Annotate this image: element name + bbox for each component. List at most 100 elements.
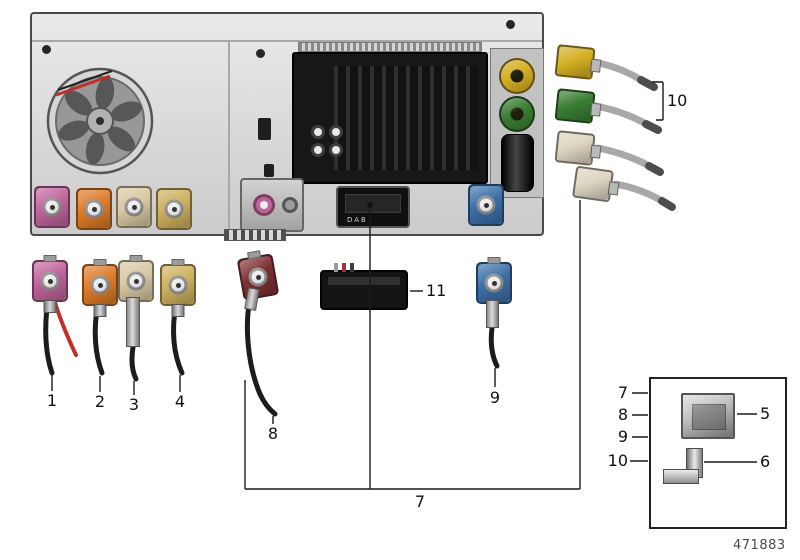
aerial-connector-cream	[554, 130, 602, 166]
module-relay	[264, 164, 274, 177]
aerial-lead-green	[592, 102, 650, 128]
plug-nub	[171, 259, 185, 266]
fakra-socket-beige	[116, 186, 152, 228]
fakra-ring	[168, 275, 188, 295]
fakra-ring	[484, 273, 504, 293]
screw-icon	[256, 49, 265, 58]
round-connector-yellow	[499, 58, 535, 94]
aerial-lead-tip	[645, 162, 664, 176]
metal-plug-9	[486, 300, 499, 328]
socket-hole	[510, 69, 524, 83]
module-top-seam	[32, 40, 542, 42]
callout-9[interactable]: 9	[489, 388, 501, 407]
round-connector-black	[501, 134, 534, 192]
cable-1-red	[52, 297, 78, 357]
crimp-ferrule	[93, 304, 107, 317]
round-connector-green	[499, 96, 535, 132]
module-relay	[258, 118, 271, 140]
connector-5-cavity	[692, 404, 726, 430]
crimp-ferrule	[171, 304, 185, 317]
fakra-ring	[124, 197, 144, 217]
legend-callout-7[interactable]: 7	[617, 383, 628, 402]
crimp-ferrule	[43, 300, 57, 313]
fakra-ring	[126, 271, 146, 291]
callout-7[interactable]: 7	[414, 492, 426, 511]
aerial-lead-cream	[594, 144, 653, 170]
screw-icon	[42, 45, 51, 54]
legend-callout-8[interactable]: 8	[617, 405, 628, 424]
metal-elbow-8	[244, 287, 260, 311]
callout-3[interactable]: 3	[128, 395, 140, 414]
fakra-socket-pink	[34, 186, 70, 228]
connector-ridge	[328, 277, 400, 285]
legend-callout-6[interactable]: 6	[760, 452, 771, 471]
aerial-connector-yellow	[554, 44, 602, 80]
dab-port-slot	[345, 194, 401, 213]
legend-leader-dashes	[630, 392, 648, 462]
connector-6-sleeve	[663, 469, 699, 484]
metal-collar	[607, 181, 620, 196]
wire-stub	[342, 263, 346, 272]
antenna-plug-1-pink	[32, 255, 68, 313]
metal-plug-3	[126, 297, 140, 347]
fakra-ring-magenta	[253, 194, 275, 216]
callout-10[interactable]: 10	[667, 91, 688, 110]
quadlock-connector-block	[292, 52, 488, 184]
antenna-plug-3-beige	[118, 255, 154, 302]
dab-port: DAB	[336, 186, 410, 228]
fakra-ring	[164, 199, 184, 219]
fakra-socket-khaki	[156, 188, 192, 230]
connector-11-black	[320, 263, 408, 310]
fakra-ring	[84, 199, 104, 219]
aerial-lead-tip	[658, 197, 676, 211]
bracket-10	[652, 81, 664, 121]
connector-comb	[224, 229, 286, 241]
bracket-7	[244, 200, 581, 490]
round-pin-socket	[311, 125, 325, 139]
callout-11[interactable]: 11	[426, 281, 447, 300]
metal-collar	[590, 102, 602, 117]
fakra-socket-orange	[76, 188, 112, 230]
fakra-ring	[476, 195, 496, 215]
legend-callout-9[interactable]: 9	[617, 427, 628, 446]
callout-1[interactable]: 1	[46, 391, 58, 410]
metal-collar	[590, 144, 602, 159]
antenna-plug-4-khaki	[160, 259, 196, 317]
fakra-ring	[40, 271, 60, 291]
cable-9	[488, 325, 500, 369]
aerial-connector-green	[554, 88, 602, 124]
callout-8[interactable]: 8	[267, 424, 279, 443]
part-number: 471883	[733, 538, 786, 553]
wire-stub	[334, 263, 338, 272]
cable-3	[129, 344, 139, 382]
plug-nub	[43, 255, 57, 262]
aerial-lead-tip	[637, 76, 658, 91]
callout-4[interactable]: 4	[174, 392, 186, 411]
aerial-connector-cream-2	[571, 165, 620, 203]
aerial-lead-cream-2	[612, 180, 666, 205]
wire-stub	[350, 263, 354, 272]
antenna-plug-2-orange	[82, 259, 118, 317]
fakra-socket-blue	[468, 184, 504, 226]
metal-collar	[590, 58, 602, 73]
socket-hole	[510, 107, 524, 121]
fakra-ring	[42, 197, 62, 217]
plug-nub	[129, 255, 143, 262]
plug-nub	[487, 257, 501, 264]
round-pin-socket	[329, 125, 343, 139]
aerial-lead-yellow	[590, 58, 645, 84]
plug-nub	[247, 250, 262, 260]
module-panel-seam	[228, 42, 230, 234]
legend-callout-10[interactable]: 10	[607, 451, 628, 470]
screw-icon	[506, 20, 515, 29]
legend-callout-5[interactable]: 5	[760, 404, 771, 423]
plug-nub	[93, 259, 107, 266]
callout-2[interactable]: 2	[94, 392, 106, 411]
pin-grid	[334, 66, 478, 170]
pin-header-strip	[298, 42, 482, 52]
bracket-connector	[240, 178, 304, 232]
fakra-ring	[246, 265, 270, 289]
antenna-plug-9-blue	[476, 257, 512, 304]
round-pin-socket	[329, 143, 343, 157]
